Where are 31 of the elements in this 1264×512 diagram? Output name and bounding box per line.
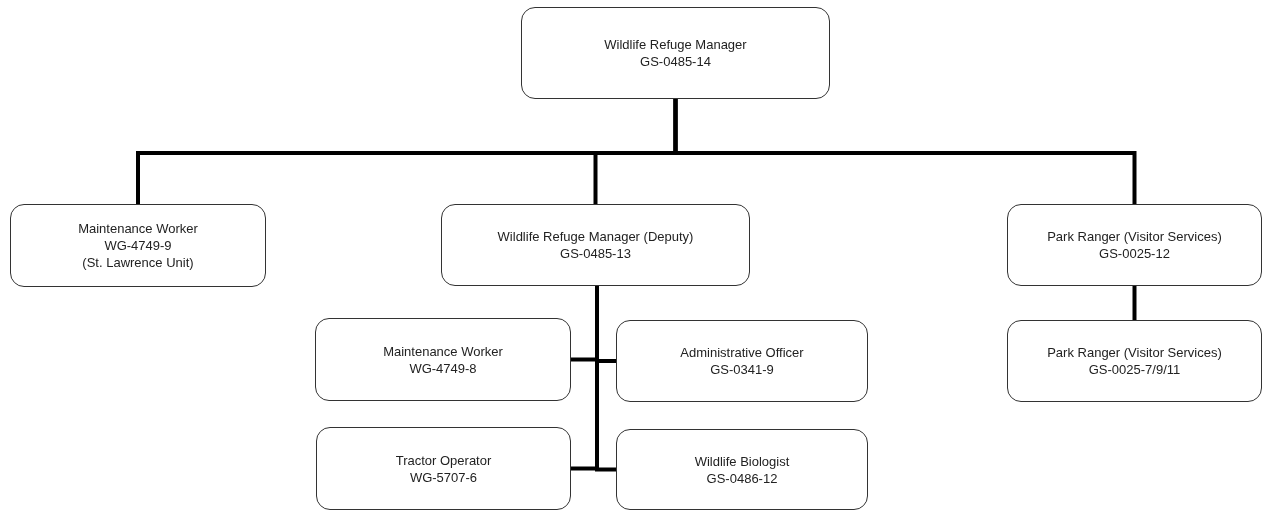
job-detail: GS-0485-14 (640, 53, 711, 70)
connector-line (1132, 286, 1137, 320)
job-detail: WG-4749-9 (104, 237, 172, 254)
position-box (616, 320, 868, 402)
position-box (616, 429, 868, 510)
job-detail: GS-0025-12 (1099, 245, 1170, 262)
position-box (1007, 320, 1262, 402)
connector-line (673, 99, 1137, 204)
job-title: Maintenance Worker (78, 220, 198, 237)
job-title: Tractor Operator (395, 451, 492, 469)
position-box (10, 204, 266, 287)
position-box (316, 427, 571, 510)
job-title: Wildlife Refuge Manager (Deputy) (497, 228, 694, 245)
job-title: Park Ranger (Visitor Services) (1047, 228, 1222, 245)
position-box (1007, 204, 1262, 286)
job-title: Administrative Officer (680, 344, 804, 361)
job-detail: (St. Lawrence Unit) (82, 254, 194, 271)
position-box (521, 7, 830, 99)
job-detail: GS-0025-7/9/11 (1088, 361, 1181, 378)
job-detail: GS-0486-12 (706, 469, 778, 487)
position-box (441, 204, 750, 286)
job-detail: WG-4749-8 (409, 359, 477, 377)
job-detail: WG-5707-6 (409, 468, 478, 486)
job-detail: GS-0485-13 (560, 245, 631, 262)
job-title: Wildlife Refuge Manager (604, 36, 747, 53)
connector-line (595, 286, 616, 472)
job-title: Wildlife Biologist (694, 452, 790, 470)
job-detail: GS-0341-9 (710, 361, 774, 378)
job-title: Park Ranger (Visitor Services) (1047, 344, 1222, 361)
position-box (315, 318, 571, 401)
job-title: Maintenance Worker (383, 342, 503, 360)
